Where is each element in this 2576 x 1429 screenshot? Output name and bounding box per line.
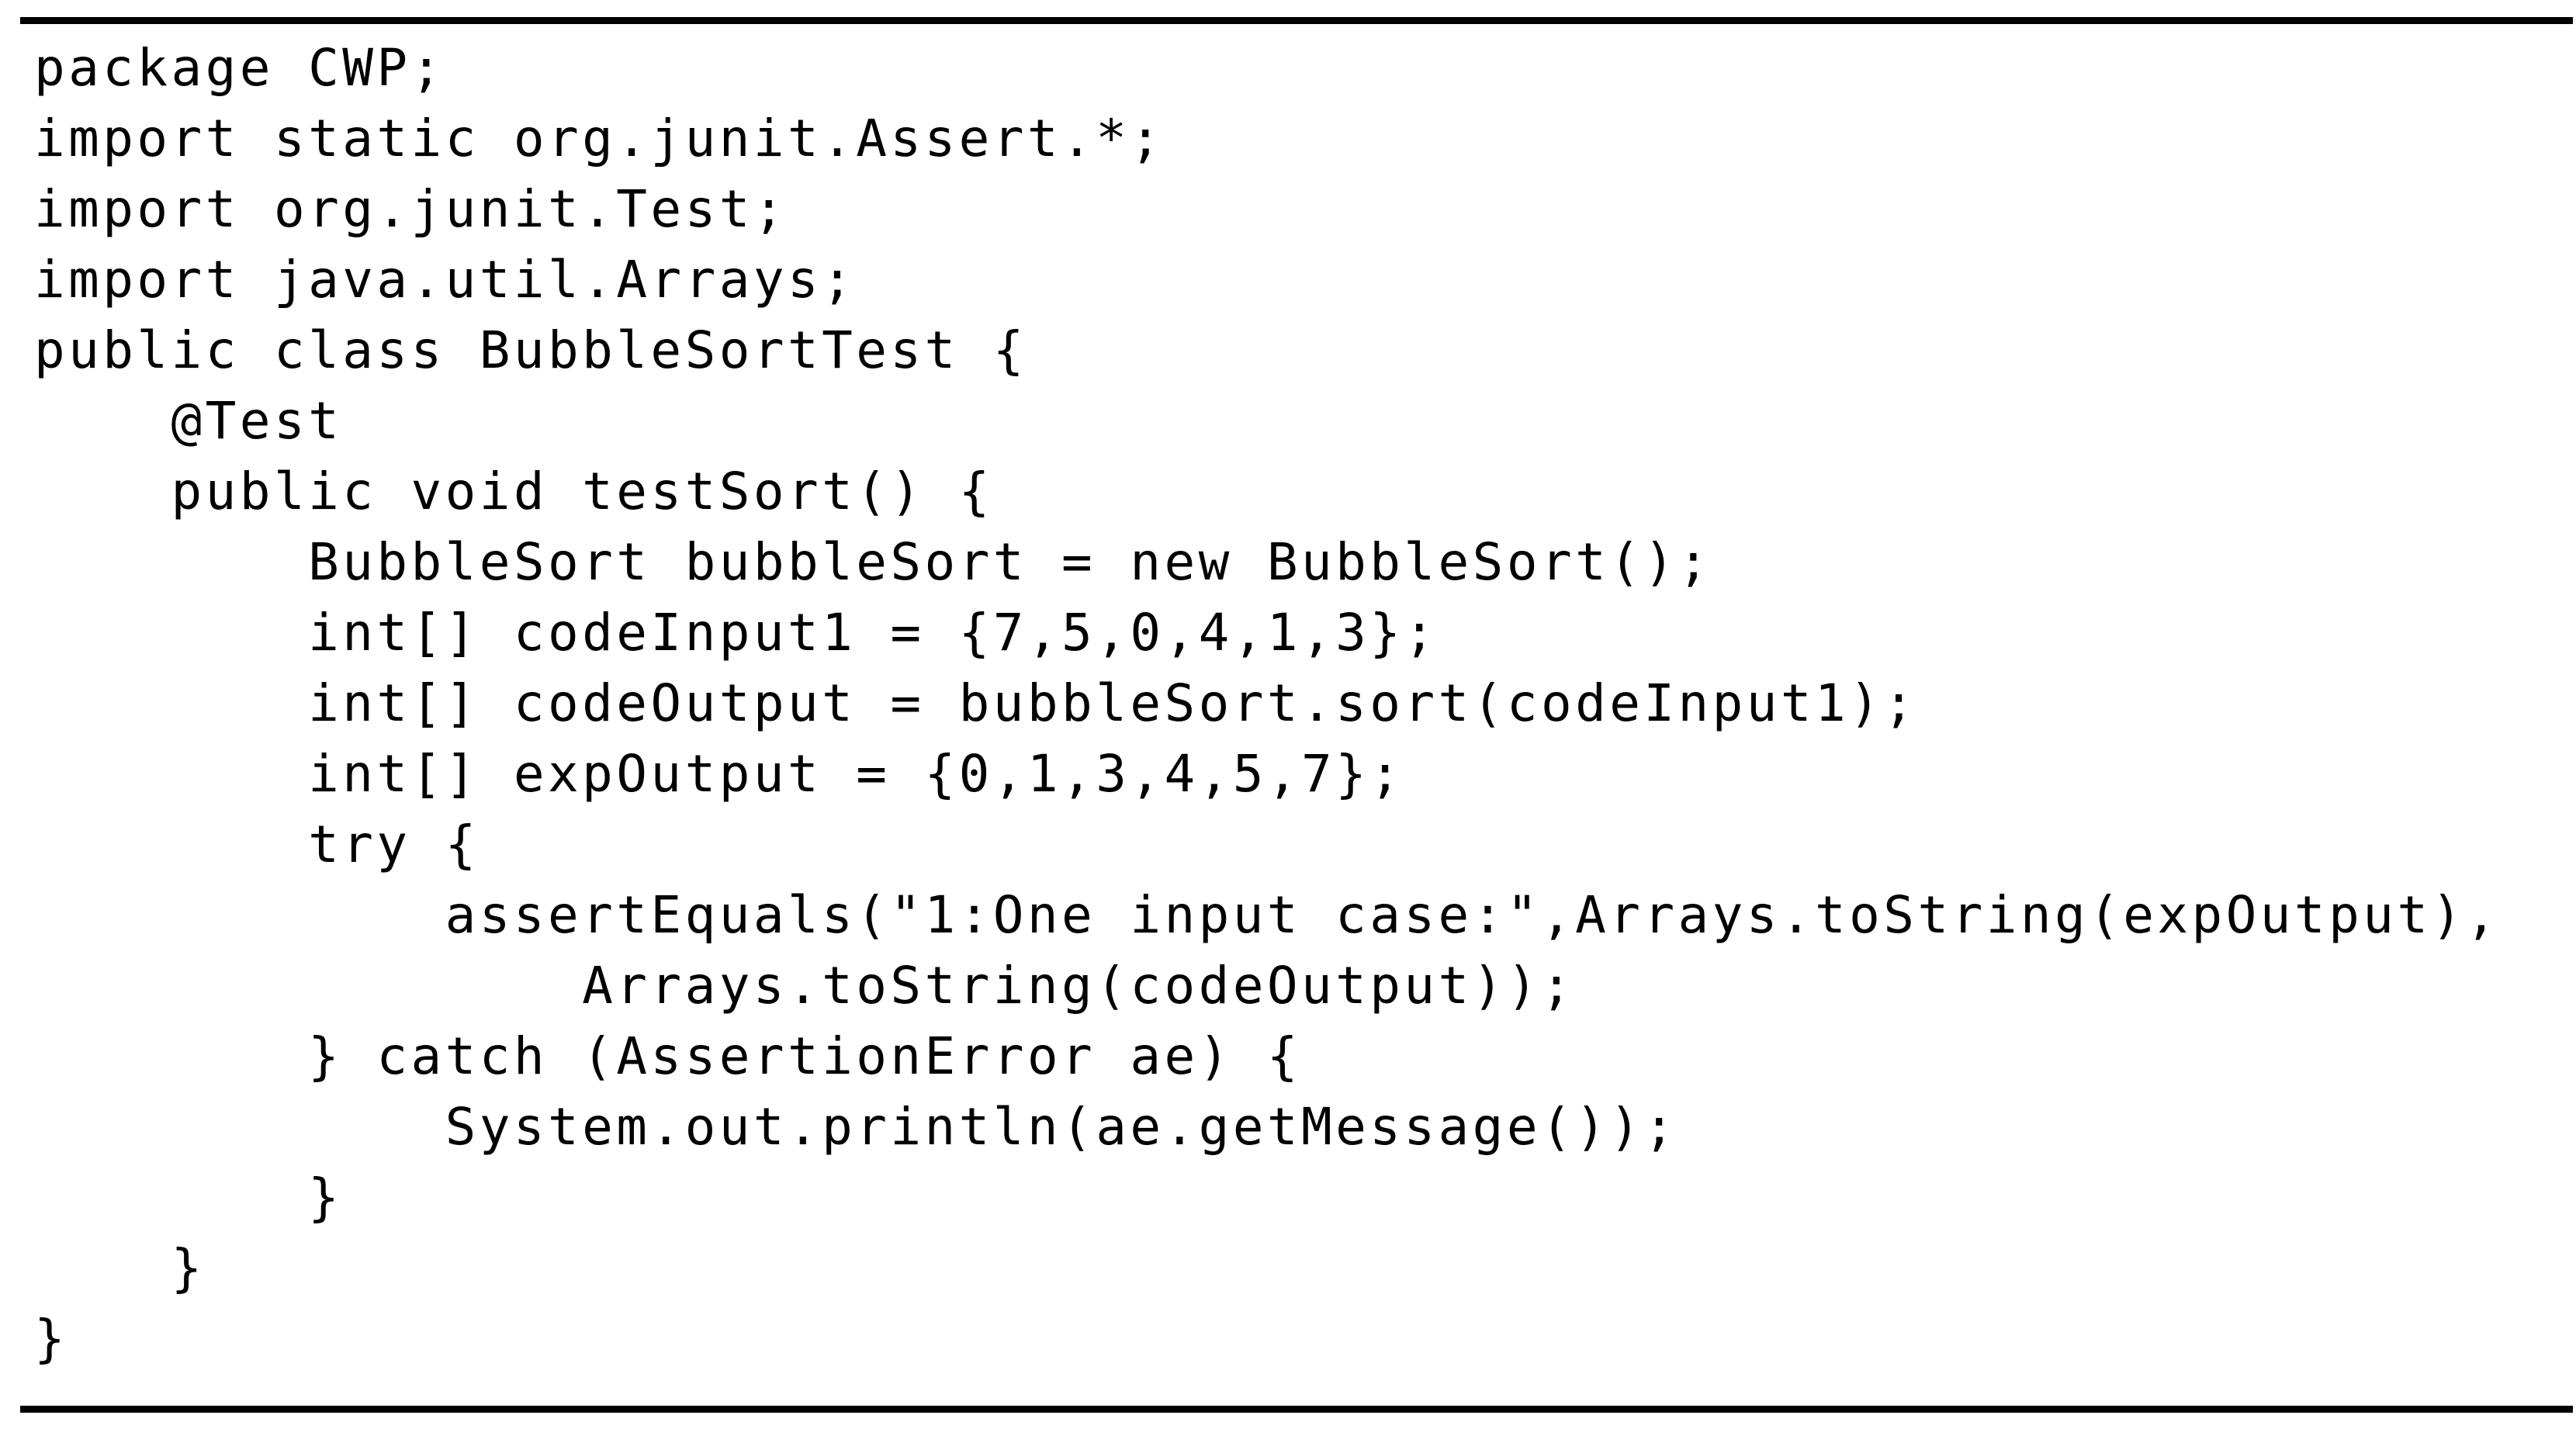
code-line: assertEquals("1:One input case:",Arrays.…: [34, 885, 2500, 945]
top-rule: [20, 17, 2573, 24]
code-line: import static org.junit.Assert.*;: [34, 109, 1165, 168]
code-line: int[] codeOutput = bubbleSort.sort(codeI…: [34, 673, 1918, 733]
code-line: @Test: [34, 391, 343, 451]
code-line: System.out.println(ae.getMessage());: [34, 1097, 1678, 1157]
code-line: }: [34, 1238, 206, 1298]
code-line: BubbleSort bubbleSort = new BubbleSort()…: [34, 532, 1712, 592]
code-line: package CWP;: [34, 38, 445, 98]
code-line: import java.util.Arrays;: [34, 250, 857, 310]
code-line: }: [34, 1168, 343, 1227]
code-line: public class BubbleSortTest {: [34, 320, 1027, 380]
code-block: package CWP; import static org.junit.Asse…: [34, 33, 2564, 1374]
code-line: } catch (AssertionError ae) {: [34, 1026, 1302, 1086]
code-line: int[] expOutput = {0,1,3,4,5,7};: [34, 744, 1404, 804]
bottom-rule: [20, 1406, 2573, 1413]
code-line: int[] codeInput1 = {7,5,0,4,1,3};: [34, 603, 1439, 663]
code-line: public void testSort() {: [34, 462, 993, 521]
code-line: Arrays.toString(codeOutput));: [34, 956, 1576, 1016]
code-line: import org.junit.Test;: [34, 179, 788, 239]
code-line: try {: [34, 815, 480, 874]
code-line: }: [34, 1309, 69, 1368]
